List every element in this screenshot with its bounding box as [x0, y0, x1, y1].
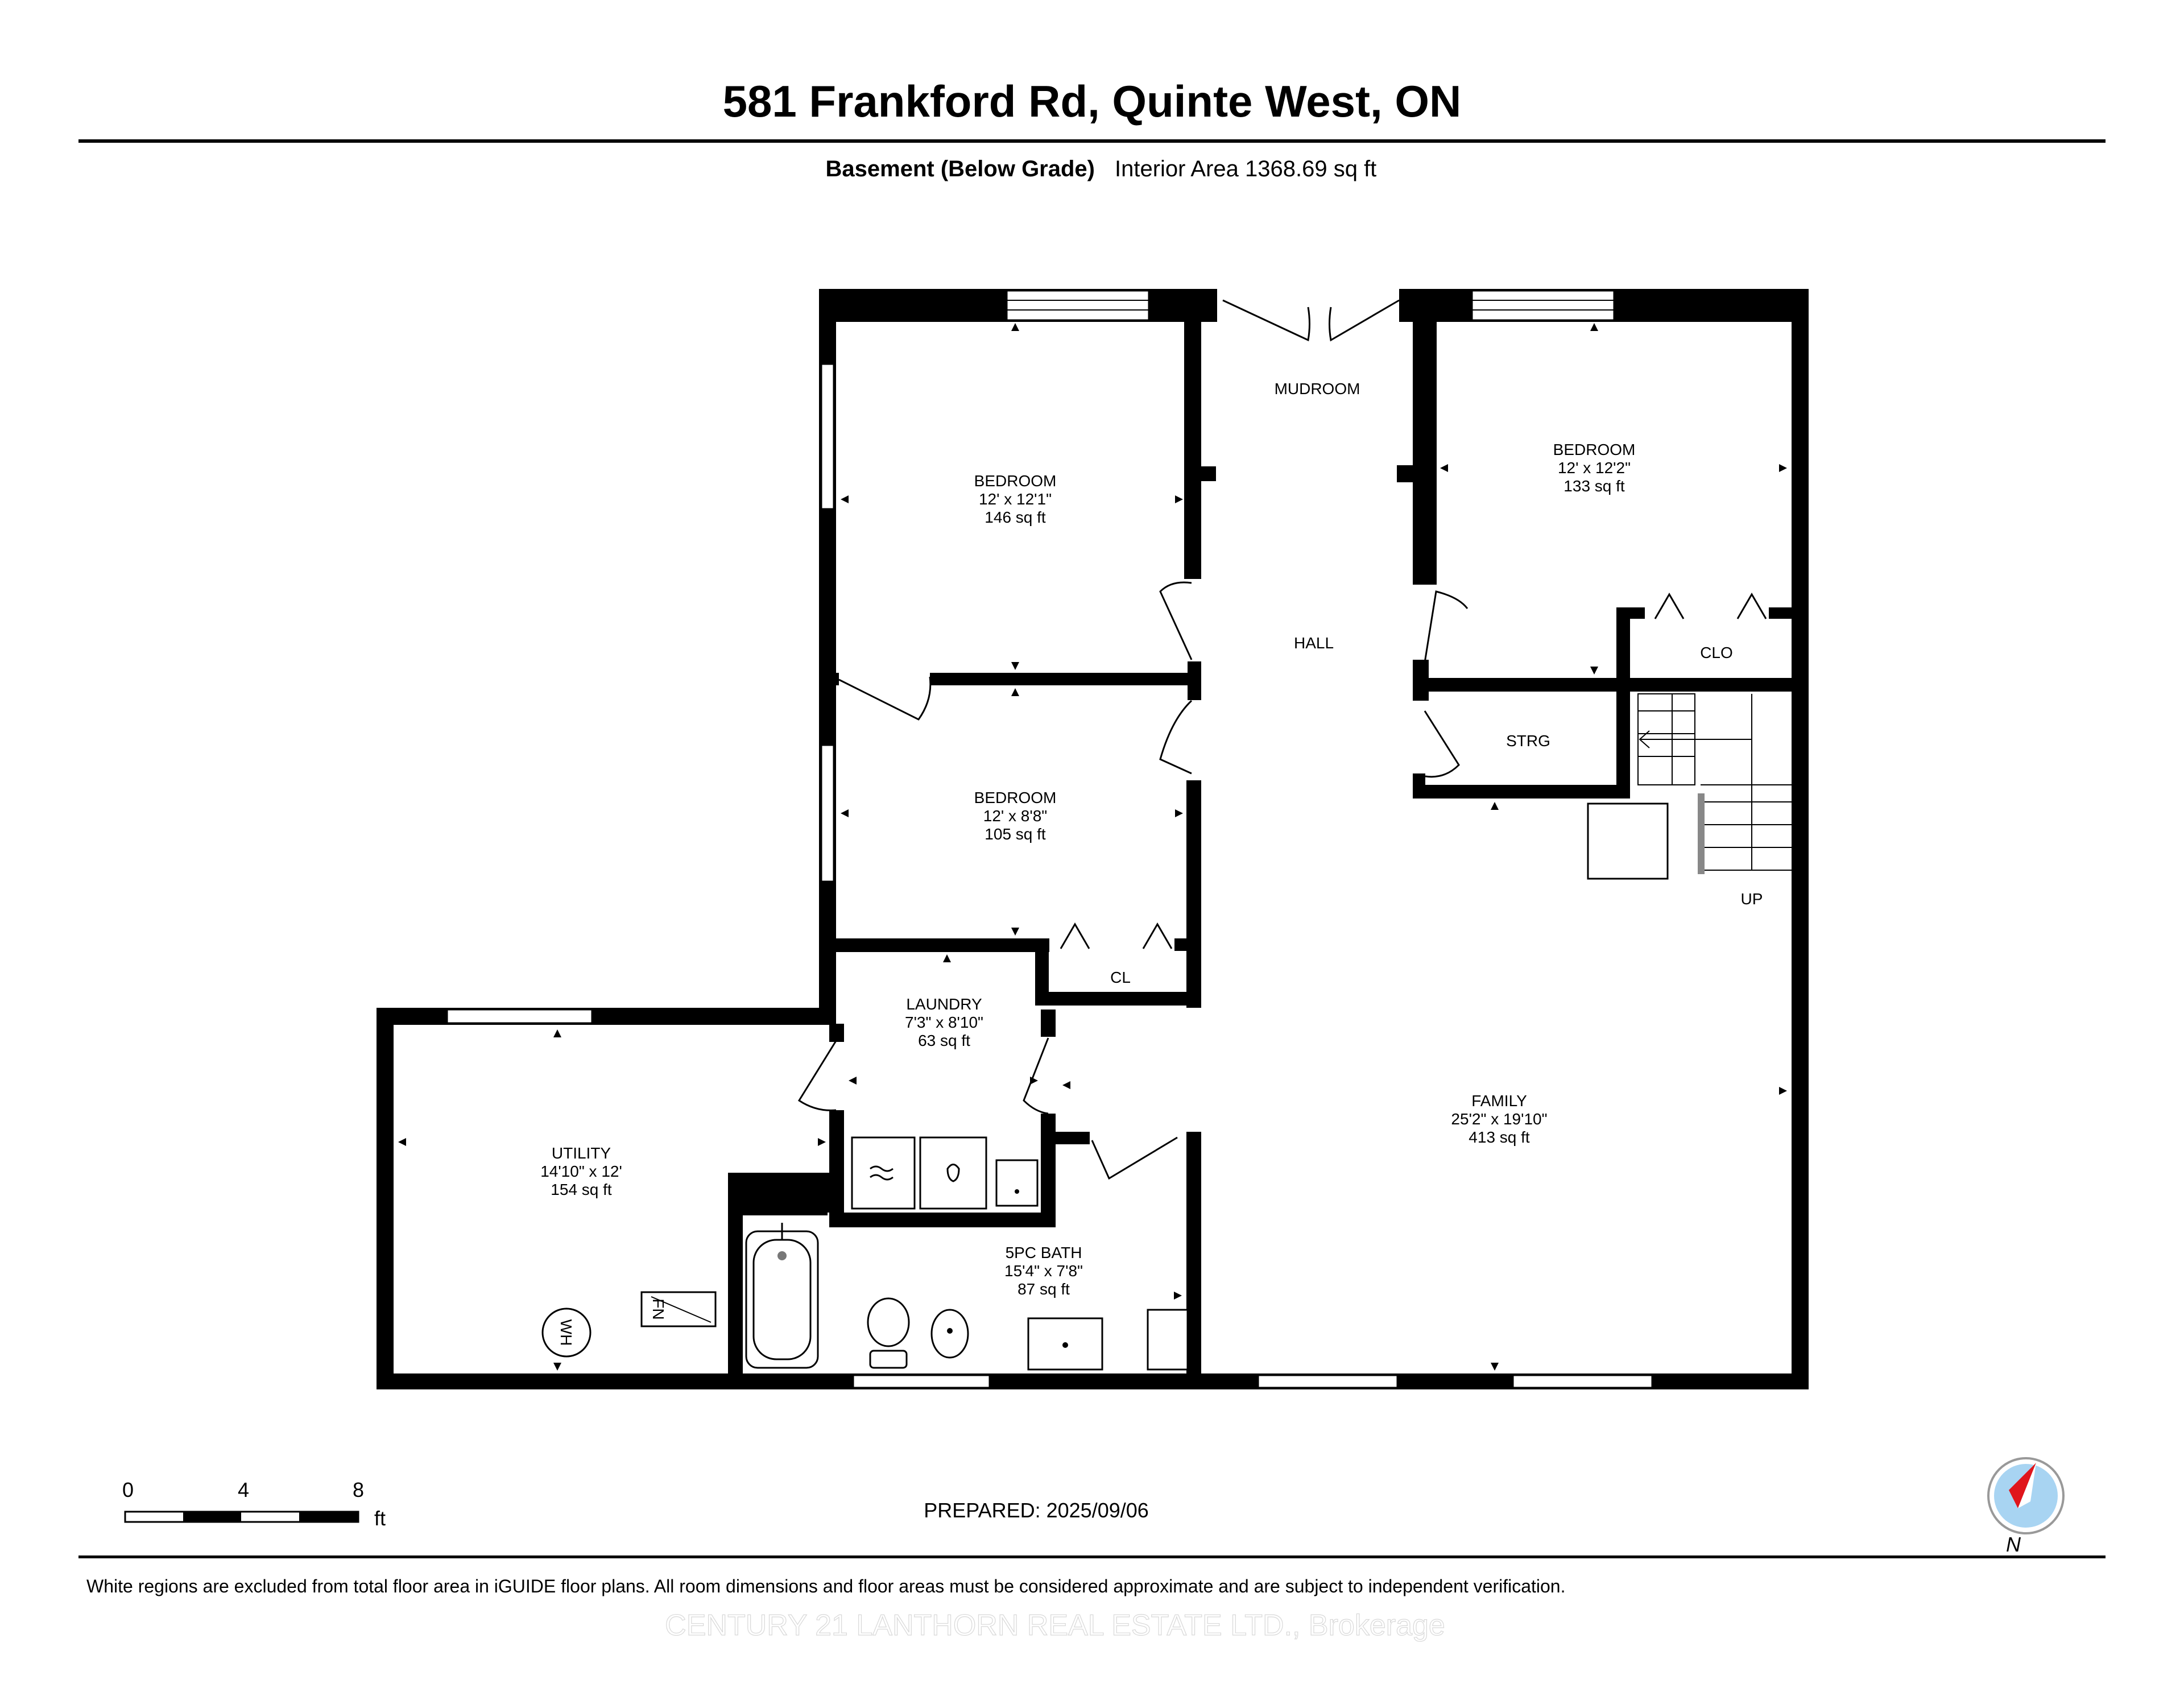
- svg-text:BEDROOM: BEDROOM: [974, 472, 1057, 490]
- svg-text:LAUNDRY: LAUNDRY: [906, 995, 982, 1013]
- room-bath: 5PC BATH 15'4" x 7'8" 87 sq ft: [1004, 1244, 1083, 1298]
- svg-text:FAMILY: FAMILY: [1471, 1092, 1527, 1110]
- scale-tick-8: 8: [353, 1478, 364, 1501]
- scale-tick-4: 4: [238, 1478, 249, 1501]
- floor-label: Basement (Below Grade): [826, 156, 1095, 181]
- svg-text:154 sq ft: 154 sq ft: [551, 1181, 612, 1198]
- svg-text:105 sq ft: 105 sq ft: [985, 825, 1046, 843]
- prepared-date: PREPARED: 2025/09/06: [924, 1499, 1149, 1522]
- hall-label: HALL: [1294, 634, 1334, 652]
- disclaimer: White regions are excluded from total fl…: [86, 1576, 1565, 1596]
- strg-label: STRG: [1506, 732, 1550, 750]
- svg-text:87 sq ft: 87 sq ft: [1017, 1280, 1070, 1298]
- compass-n: N: [2006, 1533, 2021, 1556]
- svg-text:133 sq ft: 133 sq ft: [1563, 477, 1625, 495]
- laundry-appliances: [851, 1136, 1039, 1210]
- cl-label: CL: [1110, 969, 1131, 986]
- stairs: [1587, 693, 1792, 880]
- furnace-label: FN: [650, 1298, 667, 1319]
- footer-rule: [78, 1555, 2106, 1558]
- room-labels: BEDROOM 12' x 12'1" 146 sq ft BEDROOM 12…: [540, 380, 1763, 1298]
- room-laundry: LAUNDRY 7'3" x 8'10" 63 sq ft: [905, 995, 983, 1049]
- room-utility: UTILITY 14'10" x 12' 154 sq ft: [540, 1144, 622, 1198]
- svg-text:146 sq ft: 146 sq ft: [985, 508, 1046, 526]
- water-heater-label: WH: [557, 1319, 575, 1346]
- svg-text:BEDROOM: BEDROOM: [1553, 441, 1636, 458]
- room-bedroom-1: BEDROOM 12' x 12'1" 146 sq ft: [974, 472, 1057, 526]
- svg-text:UTILITY: UTILITY: [552, 1144, 611, 1162]
- svg-text:12' x 12'2": 12' x 12'2": [1558, 459, 1631, 477]
- clo-label: CLO: [1700, 644, 1733, 661]
- compass-icon: N: [1987, 1457, 2065, 1556]
- room-family: FAMILY 25'2" x 19'10" 413 sq ft: [1451, 1092, 1547, 1146]
- svg-text:63 sq ft: 63 sq ft: [918, 1032, 970, 1049]
- bath-fixtures: [739, 1184, 1189, 1371]
- mudroom-label: MUDROOM: [1275, 380, 1360, 398]
- svg-text:12' x 12'1": 12' x 12'1": [979, 490, 1052, 508]
- svg-text:7'3" x 8'10": 7'3" x 8'10": [905, 1013, 983, 1031]
- doors: [797, 299, 1767, 1180]
- utility-equipment: WH FN: [541, 1291, 717, 1358]
- header-rule: [78, 139, 2106, 143]
- page-title: 581 Frankford Rd, Quinte West, ON: [723, 76, 1462, 126]
- svg-text:12' x 8'8": 12' x 8'8": [983, 807, 1047, 825]
- scale-tick-0: 0: [122, 1478, 134, 1501]
- room-bedroom-2: BEDROOM 12' x 8'8" 105 sq ft: [974, 789, 1057, 843]
- room-bedroom-3: BEDROOM 12' x 12'2" 133 sq ft: [1553, 441, 1636, 495]
- scale-unit: ft: [374, 1507, 386, 1530]
- dimension-arrows: [398, 323, 1787, 1371]
- interior-area: Interior Area 1368.69 sq ft: [1115, 156, 1376, 181]
- svg-text:413 sq ft: 413 sq ft: [1469, 1128, 1530, 1146]
- watermark: CENTURY 21 LANTHORN REAL ESTATE LTD., Br…: [665, 1609, 1445, 1642]
- windows: [446, 289, 1653, 1389]
- up-label: UP: [1741, 890, 1763, 908]
- svg-text:14'10" x 12': 14'10" x 12': [540, 1162, 622, 1180]
- svg-text:25'2" x 19'10": 25'2" x 19'10": [1451, 1110, 1547, 1128]
- svg-text:15'4" x 7'8": 15'4" x 7'8": [1004, 1262, 1083, 1280]
- scale-bar: 0 4 8 ft: [122, 1478, 386, 1530]
- svg-text:BEDROOM: BEDROOM: [974, 789, 1057, 806]
- svg-text:5PC BATH: 5PC BATH: [1006, 1244, 1082, 1261]
